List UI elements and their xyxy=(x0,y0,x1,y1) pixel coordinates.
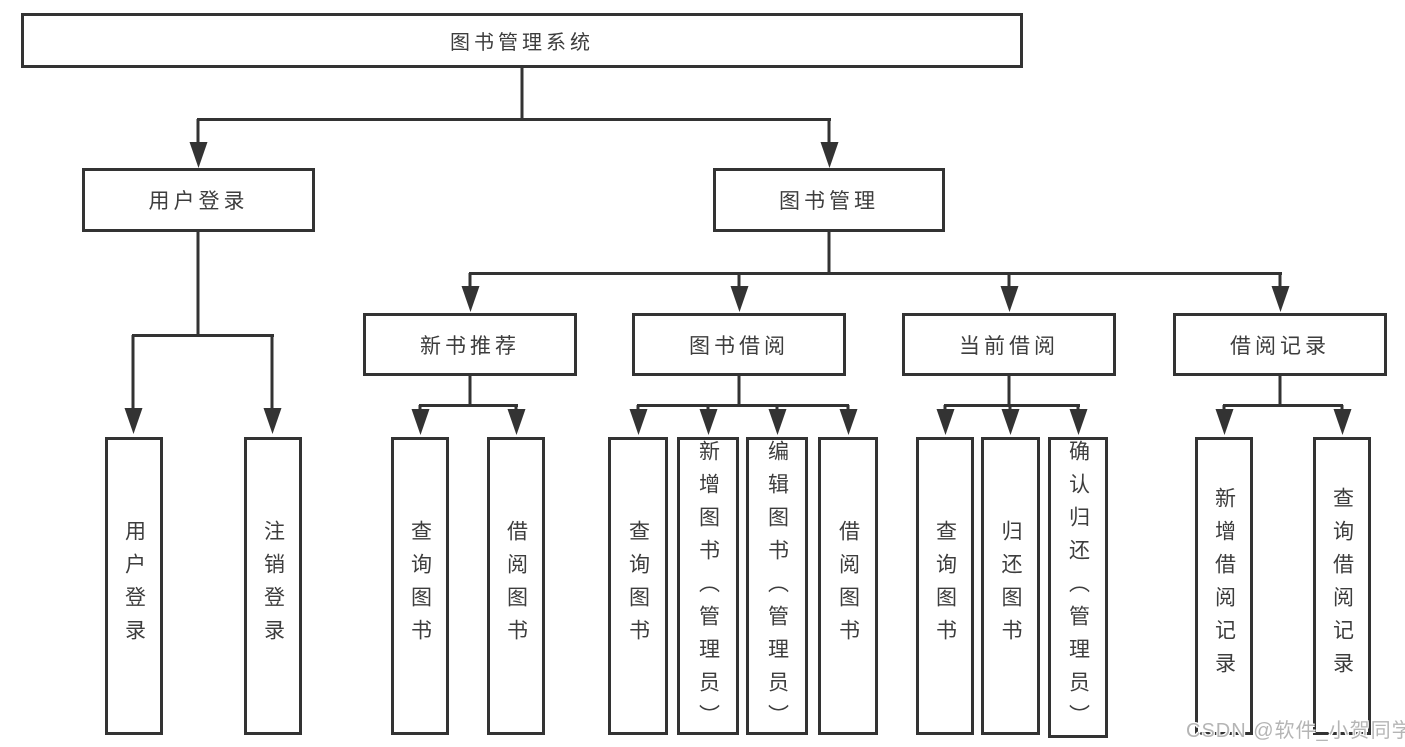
leaf-bb-borrow-books: 借阅图书 xyxy=(818,437,878,735)
arrow-to-borrow-records xyxy=(1278,273,1282,286)
node-current-borrow: 当前借阅 xyxy=(902,313,1116,376)
branch-line-current-borrow xyxy=(944,404,1080,407)
arrow-to-leaf-br-add xyxy=(1222,405,1226,409)
arrow-to-leaf-br-query xyxy=(1340,405,1344,409)
node-new-book-recommend: 新书推荐 xyxy=(363,313,577,376)
leaf-user-login: 用户登录 xyxy=(105,437,163,735)
arrow-to-leaf-cb-confirm xyxy=(1076,405,1080,409)
arrow-to-leaf-cb-query xyxy=(943,405,947,409)
branch-line-borrow-records xyxy=(1223,404,1343,407)
leaf-bb-add-books-admin: 新增图书（管理员） xyxy=(677,437,739,737)
leaf-bb-query-books: 查询图书 xyxy=(608,437,668,735)
leaf-nbr-query-books: 查询图书 xyxy=(391,437,449,735)
leaf-bb-edit-books-admin: 编辑图书（管理员） xyxy=(746,437,808,737)
arrow-to-leaf-bb-add xyxy=(706,405,710,409)
connector-book-management-stem xyxy=(827,229,831,274)
node-book-management: 图书管理 xyxy=(713,168,945,232)
node-root: 图书管理系统 xyxy=(21,13,1023,68)
branch-line-book-management xyxy=(469,272,1282,275)
arrow-to-book-borrow xyxy=(737,273,741,286)
arrow-to-leaf-user-login xyxy=(131,335,135,408)
connector-book-borrow-stem xyxy=(737,374,741,406)
arrow-to-leaf-nbr-query xyxy=(418,405,422,409)
leaf-br-query-record: 查询借阅记录 xyxy=(1313,437,1371,735)
branch-line-new-book-recommend xyxy=(419,404,518,407)
node-user-login: 用户登录 xyxy=(82,168,315,232)
arrow-to-user-login xyxy=(196,119,200,142)
watermark: CSDN @软件_小贺同学 xyxy=(1186,720,1405,742)
arrow-to-leaf-bb-borrow xyxy=(846,405,850,409)
leaf-logout: 注销登录 xyxy=(244,437,302,735)
arrow-to-leaf-bb-edit xyxy=(775,405,779,409)
arrow-to-leaf-cb-return xyxy=(1008,405,1012,409)
connector-new-book-recommend-stem xyxy=(468,374,472,406)
connector-current-borrow-stem xyxy=(1007,374,1011,406)
arrow-to-current-borrow xyxy=(1007,273,1011,286)
leaf-cb-return-books: 归还图书 xyxy=(981,437,1040,735)
branch-line-level2 xyxy=(197,118,831,121)
branch-line-user-login xyxy=(132,334,274,337)
arrow-to-leaf-nbr-borrow xyxy=(514,405,518,409)
arrow-to-leaf-bb-query xyxy=(636,405,640,409)
leaf-cb-confirm-return-admin: 确认归还（管理员） xyxy=(1048,437,1108,738)
leaf-cb-query-books: 查询图书 xyxy=(916,437,974,735)
node-borrow-records: 借阅记录 xyxy=(1173,313,1387,376)
connector-borrow-records-stem xyxy=(1278,374,1282,406)
branch-line-book-borrow xyxy=(637,404,849,407)
connector-user-login-stem xyxy=(196,229,200,336)
arrow-to-leaf-logout xyxy=(270,335,274,408)
leaf-br-add-record: 新增借阅记录 xyxy=(1195,437,1253,735)
leaf-nbr-borrow-books: 借阅图书 xyxy=(487,437,545,735)
connector-root-stem xyxy=(520,66,524,119)
node-book-borrow: 图书借阅 xyxy=(632,313,846,376)
arrow-to-book-management xyxy=(827,119,831,142)
arrow-to-new-book-recommend xyxy=(468,273,472,286)
